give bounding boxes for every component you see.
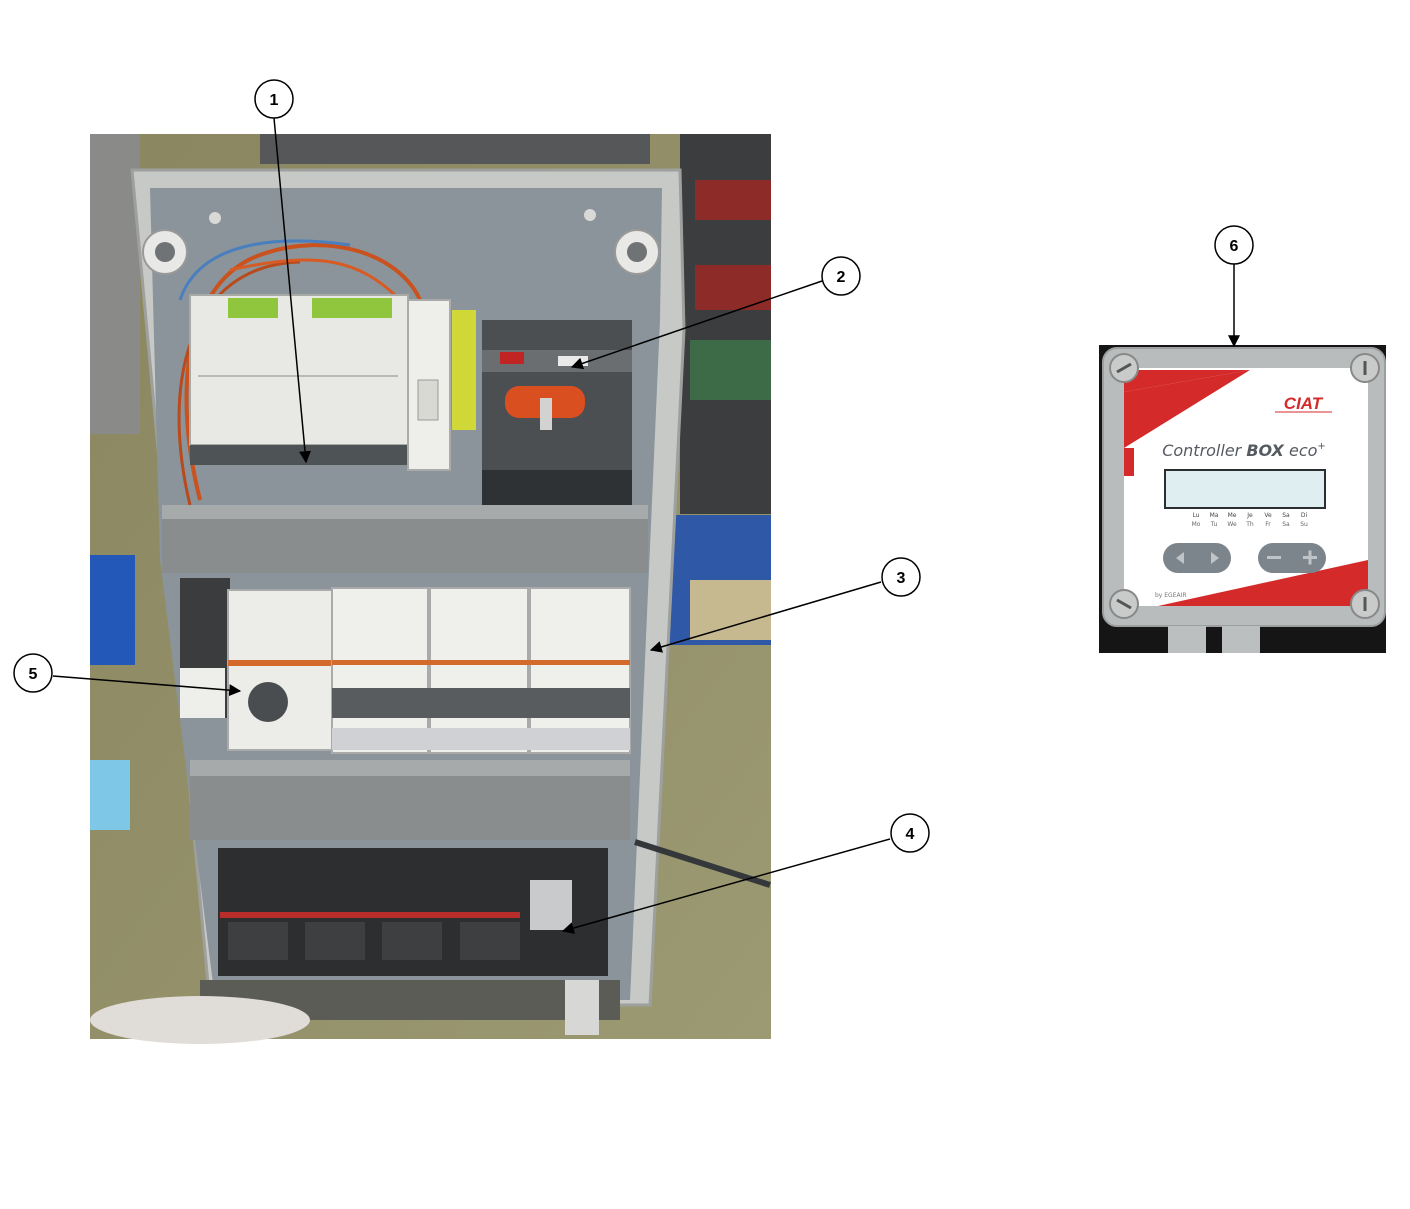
callout-5: 5 — [13, 653, 53, 693]
day-label: We — [1227, 521, 1237, 528]
minus-icon — [1267, 556, 1281, 559]
lcd-screen — [1164, 469, 1326, 509]
controller-box-photo: CIAT Controller BOX eco+ Lu Ma Me Je Ve … — [1099, 345, 1386, 653]
day-label: Ve — [1264, 512, 1272, 519]
day-label: Di — [1301, 512, 1308, 519]
day-label: Th — [1245, 521, 1254, 528]
callout-2: 2 — [821, 256, 861, 296]
cabinet-photo — [90, 134, 771, 1044]
left-arrow-icon — [1176, 552, 1184, 564]
callout-number: 6 — [1230, 238, 1239, 255]
leader-line-3 — [649, 581, 882, 653]
controller-brand-label: CIAT — [1284, 394, 1324, 413]
callout-number: 2 — [837, 269, 846, 286]
callout-number: 3 — [897, 570, 906, 587]
callout-number: 5 — [29, 666, 38, 683]
day-label: Me — [1228, 512, 1237, 519]
callout-6: 6 — [1214, 225, 1254, 265]
leader-line-1 — [273, 117, 311, 464]
right-arrow-icon — [1211, 552, 1219, 564]
day-label: Su — [1300, 521, 1308, 528]
leader-line-5 — [52, 675, 242, 697]
callout-1: 1 — [254, 79, 294, 119]
leader-line-4 — [561, 838, 891, 934]
day-label: Mo — [1192, 521, 1201, 528]
day-label: Je — [1246, 512, 1253, 519]
controller-maker-label: by EGEAIR — [1155, 592, 1187, 599]
plus-minus-button — [1258, 543, 1326, 573]
leader-line-2 — [570, 280, 823, 370]
weekday-labels: Lu Ma Me Je Ve Sa Di Mo Tu We Th Fr Sa S… — [1192, 512, 1308, 528]
callout-3: 3 — [881, 557, 921, 597]
callout-number: 1 — [270, 92, 279, 109]
day-label: Lu — [1192, 512, 1199, 519]
day-label: Tu — [1210, 521, 1218, 528]
controller-title: Controller BOX eco+ — [1162, 441, 1326, 460]
day-label: Sa — [1282, 521, 1290, 528]
day-label: Ma — [1210, 512, 1219, 519]
arrow-keys-button — [1163, 543, 1231, 573]
day-label: Fr — [1265, 521, 1271, 528]
callout-4: 4 — [890, 813, 930, 853]
callout-number: 4 — [906, 826, 915, 843]
leader-lines — [52, 117, 1240, 934]
day-label: Sa — [1282, 512, 1290, 519]
